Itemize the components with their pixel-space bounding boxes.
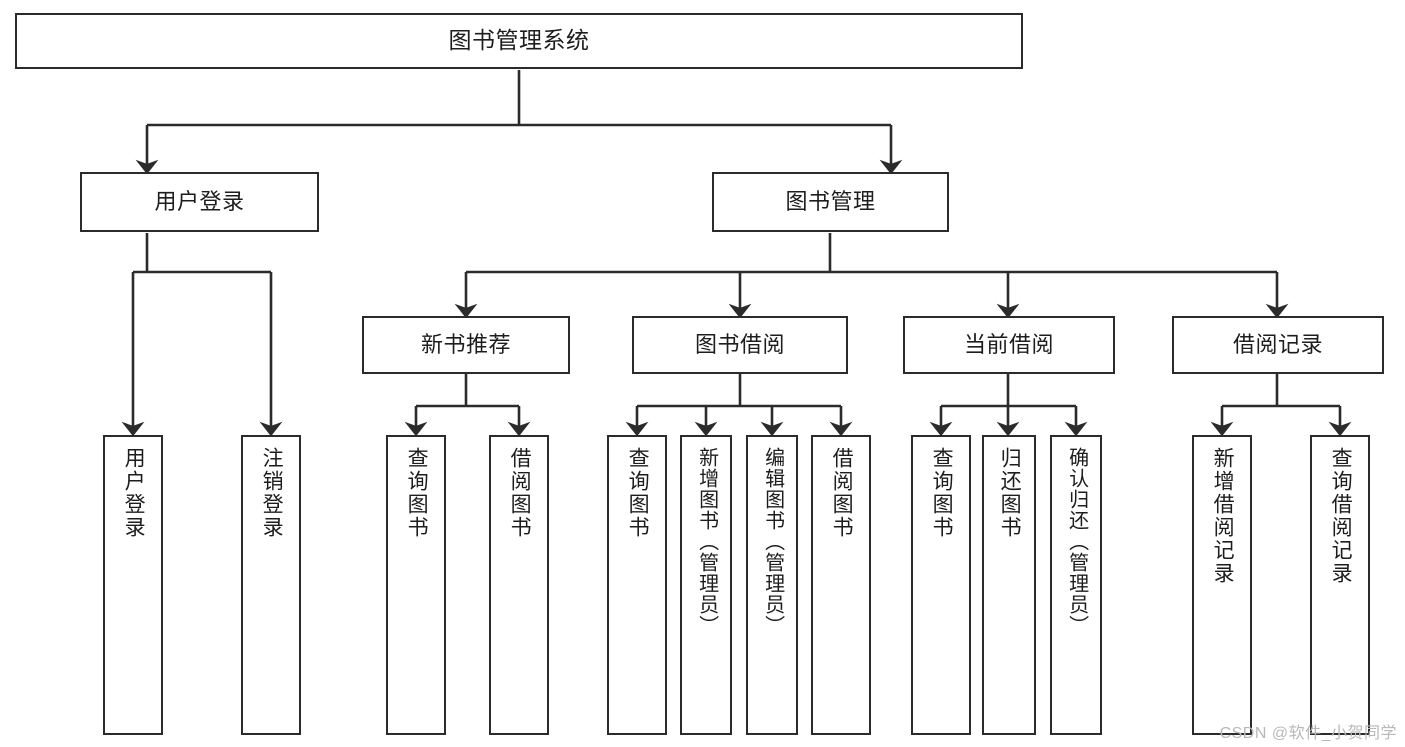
node-leaf-user-login[interactable]: 用户登录 bbox=[103, 435, 163, 735]
node-label: 图书管理系统 bbox=[448, 27, 590, 54]
node-new-book-recommend[interactable]: 新书推荐 bbox=[362, 316, 570, 374]
node-book-manage[interactable]: 图书管理 bbox=[712, 172, 949, 232]
node-label: 借阅记录 bbox=[1232, 331, 1323, 357]
node-leaf-edit-book[interactable]: 编辑图书（管理员） bbox=[746, 435, 798, 735]
node-leaf-query-record[interactable]: 查询借阅记录 bbox=[1310, 435, 1370, 735]
node-label: 查询图书 bbox=[930, 447, 954, 539]
node-label: 用户登录 bbox=[122, 447, 146, 539]
node-leaf-user-logout[interactable]: 注销登录 bbox=[241, 435, 301, 735]
node-label: 新增借阅记录 bbox=[1211, 447, 1235, 585]
node-user-login[interactable]: 用户登录 bbox=[80, 172, 319, 232]
node-label: 图书管理 bbox=[785, 188, 876, 214]
node-borrow-record[interactable]: 借阅记录 bbox=[1172, 316, 1384, 374]
node-label: 查询图书 bbox=[405, 447, 429, 539]
node-label: 用户登录 bbox=[154, 188, 245, 214]
node-leaf-query-book-3[interactable]: 查询图书 bbox=[911, 435, 971, 735]
node-leaf-query-book-1[interactable]: 查询图书 bbox=[386, 435, 446, 735]
node-label: 图书借阅 bbox=[694, 331, 785, 357]
node-leaf-confirm-return[interactable]: 确认归还（管理员） bbox=[1050, 435, 1102, 735]
node-label: 当前借阅 bbox=[963, 331, 1054, 357]
node-book-borrow[interactable]: 图书借阅 bbox=[632, 316, 848, 374]
node-label: 借阅图书 bbox=[830, 447, 854, 539]
node-current-borrow[interactable]: 当前借阅 bbox=[903, 316, 1115, 374]
node-leaf-query-book-2[interactable]: 查询图书 bbox=[607, 435, 667, 735]
node-leaf-return-book[interactable]: 归还图书 bbox=[982, 435, 1036, 735]
csdn-watermark: CSDN @软件_小贺同学 bbox=[1219, 725, 1397, 742]
node-leaf-add-record[interactable]: 新增借阅记录 bbox=[1192, 435, 1252, 735]
node-label: 确认归还（管理员） bbox=[1065, 447, 1088, 636]
node-leaf-borrow-book-2[interactable]: 借阅图书 bbox=[811, 435, 871, 735]
node-label: 新书推荐 bbox=[420, 331, 511, 357]
node-label: 查询借阅记录 bbox=[1329, 447, 1353, 585]
node-root-system[interactable]: 图书管理系统 bbox=[15, 13, 1023, 69]
node-label: 归还图书 bbox=[998, 447, 1022, 539]
node-leaf-borrow-book-1[interactable]: 借阅图书 bbox=[489, 435, 549, 735]
node-label: 新增图书（管理员） bbox=[695, 447, 718, 636]
node-label: 查询图书 bbox=[626, 447, 650, 539]
node-leaf-add-book[interactable]: 新增图书（管理员） bbox=[680, 435, 732, 735]
node-label: 编辑图书（管理员） bbox=[761, 447, 784, 636]
node-label: 借阅图书 bbox=[508, 447, 532, 539]
node-label: 注销登录 bbox=[260, 447, 284, 539]
